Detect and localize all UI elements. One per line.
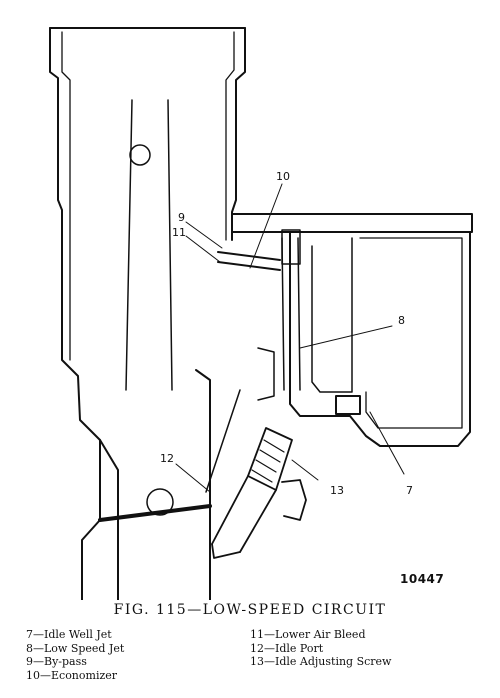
throat-inner-right	[225, 31, 235, 241]
economizer-jet	[281, 229, 301, 265]
legend-left: 7—Idle Well Jet 8—Low Speed Jet 9—By-pas…	[26, 628, 124, 682]
idle-screw	[211, 427, 307, 559]
legend-item: 13—Idle Adjusting Screw	[250, 655, 392, 668]
callout-8: 8	[398, 314, 405, 327]
lower-body-right	[195, 369, 211, 600]
legend-item: 8—Low Speed Jet	[26, 641, 125, 655]
legend-right: 11—Lower Air Bleed 12—Idle Port 13—Idle …	[250, 628, 391, 669]
figure-caption: FIG. 115—LOW-SPEED CIRCUIT	[113, 602, 387, 618]
venturi-bracket-right	[257, 347, 275, 401]
boss-upper	[129, 144, 151, 166]
legend-item: 11—Lower Air Bleed	[250, 628, 366, 641]
bowl-top	[231, 213, 473, 233]
screw-boss	[281, 479, 307, 521]
figure-number: 10447	[400, 572, 445, 586]
bowl-inner	[311, 237, 353, 393]
callout-9: 9	[178, 211, 185, 224]
throat-inner-left	[61, 31, 71, 361]
callout-11: 11	[172, 226, 186, 239]
air-bleed-passage	[217, 261, 281, 271]
idle-passage	[205, 389, 241, 493]
callout-13: 13	[330, 484, 344, 497]
throat-outer-right	[231, 27, 246, 241]
legend-item: 10—Economizer	[26, 668, 118, 682]
legend-item: 9—By-pass	[26, 655, 87, 668]
throttle-plate	[98, 504, 212, 522]
bowl-outer	[289, 231, 471, 447]
callout-7: 7	[406, 484, 413, 497]
leader-lines	[175, 183, 405, 493]
bypass-passage	[217, 251, 281, 261]
venturi-line-1	[125, 99, 133, 391]
legend-item: 12—Idle Port	[250, 641, 324, 655]
callout-12: 12	[160, 452, 174, 465]
carburetor-diagram: 9 11 10 8 7 12 13	[49, 27, 473, 600]
venturi-line-2	[167, 99, 173, 391]
legend-item: 7—Idle Well Jet	[26, 628, 112, 641]
lower-body-left	[99, 439, 119, 600]
throat-outer-left	[49, 27, 101, 600]
callout-10: 10	[276, 170, 290, 183]
float-chamber	[359, 237, 463, 429]
idle-well-jet	[335, 395, 361, 415]
boss-lower	[146, 488, 174, 516]
